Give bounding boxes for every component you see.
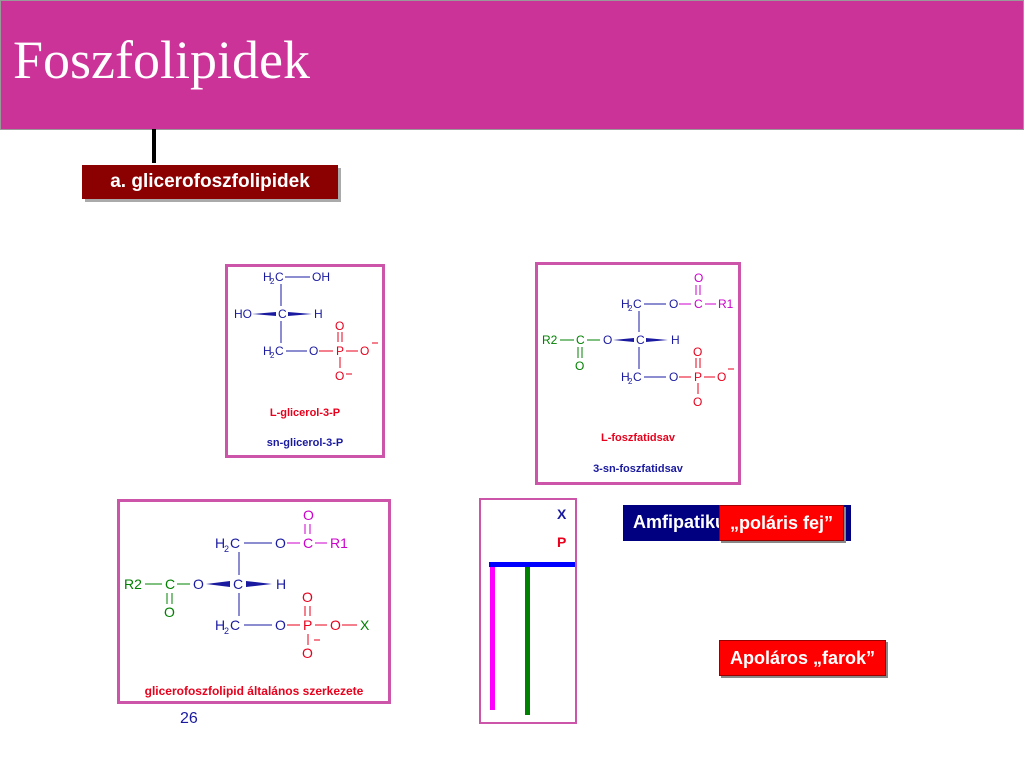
svg-text:2: 2 bbox=[224, 544, 229, 554]
schematic-label-x: X bbox=[557, 506, 567, 522]
head-bar bbox=[489, 562, 575, 567]
svg-text:O: O bbox=[164, 604, 175, 620]
svg-text:C: C bbox=[233, 576, 243, 592]
svg-text:O: O bbox=[717, 370, 726, 384]
svg-text:C: C bbox=[694, 297, 703, 311]
svg-text:H: H bbox=[621, 297, 630, 311]
general-structure-caption: glicerofoszfolipid általános szerkezete bbox=[144, 684, 364, 698]
svg-text:H: H bbox=[671, 333, 680, 347]
svg-text:C: C bbox=[165, 576, 175, 592]
svg-text:H: H bbox=[215, 535, 225, 551]
phosphatidic-caption-sn: 3-sn-foszfatidsav bbox=[593, 463, 683, 475]
svg-text:H: H bbox=[621, 370, 630, 384]
svg-text:OH: OH bbox=[312, 270, 330, 284]
svg-text:C: C bbox=[636, 333, 645, 347]
svg-text:C: C bbox=[278, 307, 287, 321]
svg-text:H: H bbox=[276, 576, 286, 592]
polar-head-label: „poláris fej” bbox=[719, 505, 845, 541]
svg-text:O: O bbox=[309, 344, 318, 358]
tail-magenta bbox=[490, 567, 495, 710]
svg-text:2: 2 bbox=[270, 351, 275, 360]
svg-text:R1: R1 bbox=[330, 535, 348, 551]
svg-text:C: C bbox=[633, 370, 642, 384]
schematic-label-p: P bbox=[557, 534, 567, 550]
svg-text:O: O bbox=[693, 345, 702, 359]
svg-text:O: O bbox=[669, 370, 678, 384]
svg-text:O: O bbox=[193, 576, 204, 592]
schematic-box: X P bbox=[479, 498, 577, 724]
svg-text:C: C bbox=[576, 333, 585, 347]
svg-text:2: 2 bbox=[224, 626, 229, 636]
svg-text:2: 2 bbox=[628, 304, 633, 313]
section-label: a. glicerofoszfolipidek bbox=[82, 165, 338, 199]
connector-line bbox=[152, 129, 156, 163]
svg-text:HO: HO bbox=[234, 307, 252, 321]
svg-text:C: C bbox=[633, 297, 642, 311]
svg-text:P: P bbox=[303, 617, 312, 633]
svg-text:X: X bbox=[360, 617, 370, 633]
svg-text:H: H bbox=[263, 344, 272, 358]
glycerol-caption-l: L-glicerol-3-P bbox=[269, 407, 341, 419]
svg-text:O: O bbox=[669, 297, 678, 311]
svg-text:O: O bbox=[275, 617, 286, 633]
title-bar: Foszfolipidek bbox=[0, 0, 1024, 130]
svg-text:C: C bbox=[230, 535, 240, 551]
svg-text:C: C bbox=[303, 535, 313, 551]
tail-green bbox=[525, 567, 530, 715]
page-number: 26 bbox=[180, 710, 198, 727]
svg-text:O: O bbox=[360, 344, 369, 358]
svg-text:O: O bbox=[303, 507, 314, 523]
svg-text:H: H bbox=[215, 617, 225, 633]
svg-text:H: H bbox=[263, 270, 272, 284]
apolar-tail-label: Apoláros „farok” bbox=[719, 640, 887, 676]
svg-text:O: O bbox=[693, 395, 702, 409]
slide-title: Foszfolipidek bbox=[13, 30, 310, 90]
svg-text:O: O bbox=[603, 333, 612, 347]
svg-text:P: P bbox=[336, 344, 344, 358]
svg-text:O: O bbox=[275, 535, 286, 551]
glycerol-caption-sn: sn-glicerol-3-P bbox=[266, 437, 344, 449]
svg-text:R2: R2 bbox=[542, 333, 558, 347]
svg-text:C: C bbox=[275, 270, 284, 284]
svg-text:O: O bbox=[335, 369, 344, 383]
svg-text:O: O bbox=[330, 617, 341, 633]
svg-text:O: O bbox=[302, 589, 313, 605]
svg-text:2: 2 bbox=[270, 277, 275, 286]
svg-text:C: C bbox=[230, 617, 240, 633]
svg-text:O: O bbox=[575, 359, 584, 373]
svg-text:C: C bbox=[275, 344, 284, 358]
svg-text:H: H bbox=[314, 307, 323, 321]
svg-text:R2: R2 bbox=[124, 576, 142, 592]
phosphatidic-caption-l: L-foszfatidsav bbox=[601, 432, 675, 444]
svg-text:R1: R1 bbox=[718, 297, 734, 311]
svg-text:2: 2 bbox=[628, 377, 633, 386]
svg-text:O: O bbox=[694, 271, 703, 285]
svg-text:O: O bbox=[302, 645, 313, 661]
svg-text:P: P bbox=[694, 370, 702, 384]
svg-text:O: O bbox=[335, 319, 344, 333]
